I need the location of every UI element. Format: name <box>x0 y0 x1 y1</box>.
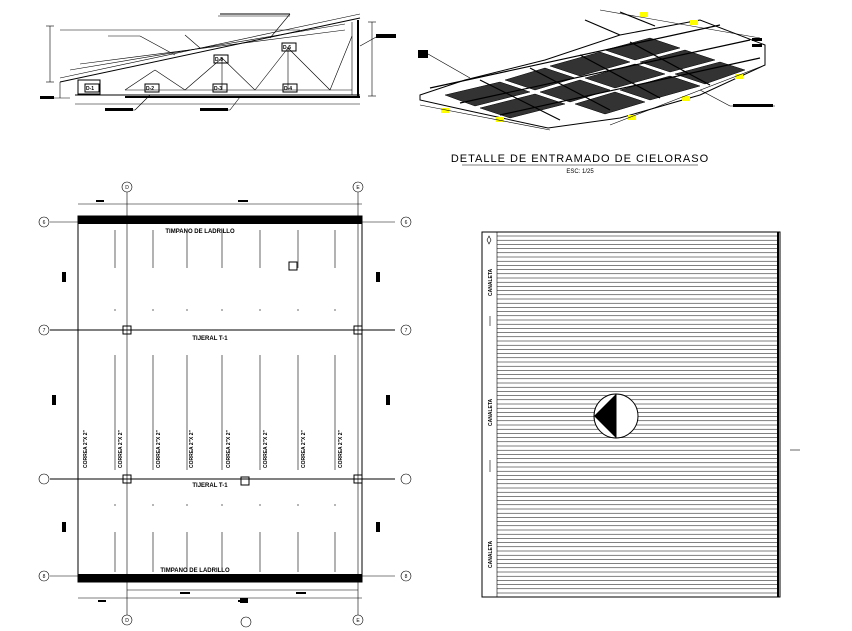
detail-scale: ESC: 1/25 <box>566 169 594 175</box>
grid-bubble-d-top: D <box>125 185 129 191</box>
label-correa-5: CORREA 2"X 2" <box>226 429 232 468</box>
label-tijeral-1: TIJERAL T-1 <box>192 336 228 342</box>
grid-bubble-d-bottom: D <box>125 618 129 624</box>
label-canaleta-2: CANALETA <box>488 398 494 426</box>
label-correa-2: CORREA 2"X 2" <box>118 429 124 468</box>
truss-tag-d5: D-5 <box>215 57 223 63</box>
truss-tag-d3: D-3 <box>214 86 222 92</box>
truss-tag-d6: D-6 <box>283 45 291 51</box>
label-correa-7: CORREA 2"X 2" <box>301 429 307 468</box>
grid-bubble-7-right: 7 <box>405 328 408 334</box>
label-correa-4: CORREA 2"X 2" <box>189 429 195 468</box>
label-correa-8: CORREA 2"X 2" <box>338 429 344 468</box>
corrugated-lines <box>497 235 778 594</box>
section-symbol-icon <box>593 393 639 439</box>
label-correa-3: CORREA 2"X 2" <box>156 429 162 468</box>
hatched-panels <box>444 37 746 119</box>
truss-elevation: D-1 D-2 D-3 D-4 D-5 D-6 <box>40 13 396 111</box>
grid-bubble-8-right: 8 <box>405 574 408 580</box>
truss-tag-d1: D-1 <box>86 86 94 92</box>
truss-tag-d2: D-2 <box>146 86 154 92</box>
grid-bubble-e-top: E <box>356 185 360 191</box>
label-timpano-bottom: TIMPANO DE LADRILLO <box>160 568 230 574</box>
roof-sheet-plan: CANALETA CANALETA CANALETA <box>481 231 800 598</box>
ceiling-frame-detail: DETALLE DE ENTRAMADO DE CIELORASO ESC: 1… <box>418 9 775 175</box>
roof-framing-plan: D E D E 6 7 8 6 7 8 TIMPANO DE LADRILLO … <box>38 181 412 628</box>
detail-title: DETALLE DE ENTRAMADO DE CIELORASO <box>451 153 709 165</box>
grid-bubble-6-left: 6 <box>43 220 46 226</box>
grid-bubble-7-left: 7 <box>43 328 46 334</box>
grid-bubble-6-right: 6 <box>405 220 408 226</box>
grid-bubble-8-left: 8 <box>43 574 46 580</box>
dimension-highlights <box>441 12 743 122</box>
label-correa-1: CORREA 2"X 2" <box>83 429 89 468</box>
label-canaleta-3: CANALETA <box>488 540 494 568</box>
label-timpano-top: TIMPANO DE LADRILLO <box>165 229 235 235</box>
label-canaleta-1: CANALETA <box>488 268 494 296</box>
truss-tag-d4: D-4 <box>284 86 292 92</box>
label-tijeral-2: TIJERAL T-1 <box>192 483 228 489</box>
label-correa-6: CORREA 2"X 2" <box>263 429 269 468</box>
grid-bubble-e-bottom: E <box>356 618 360 624</box>
